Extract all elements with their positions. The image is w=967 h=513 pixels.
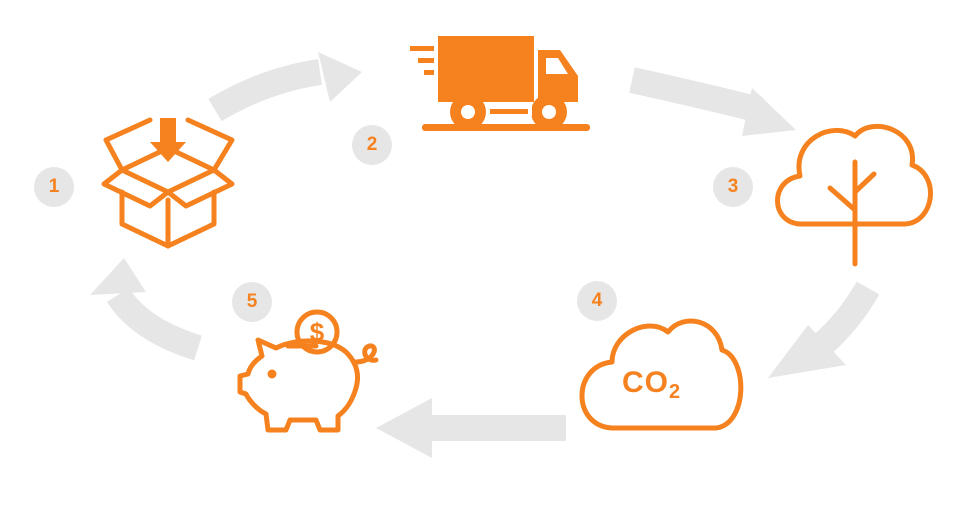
- cycle-arrow-4-to-5: [376, 398, 566, 458]
- step-number-3: 3: [713, 167, 753, 207]
- step-number-4: 4: [577, 281, 617, 321]
- co2-label: CO2: [622, 366, 681, 404]
- delivery-truck-icon: [410, 36, 590, 131]
- step-number-5: 5: [232, 282, 272, 322]
- cycle-arrow-5-to-1: [90, 258, 202, 361]
- cycle-arrow-2-to-3: [629, 67, 796, 136]
- cycle-arrow-3-to-4: [768, 281, 880, 378]
- step-number-2: 2: [352, 125, 392, 165]
- co2-subscript: 2: [669, 381, 682, 403]
- co2-main: CO: [622, 366, 669, 399]
- co2-cloud-icon: [579, 318, 744, 431]
- box-download-icon: [101, 117, 235, 249]
- cycle-arrow-1-to-2: [208, 52, 362, 122]
- tree-icon: [775, 124, 933, 267]
- step-number-1: 1: [34, 167, 74, 207]
- piggy-bank-icon: [237, 309, 379, 433]
- coin-symbol: $: [309, 317, 325, 347]
